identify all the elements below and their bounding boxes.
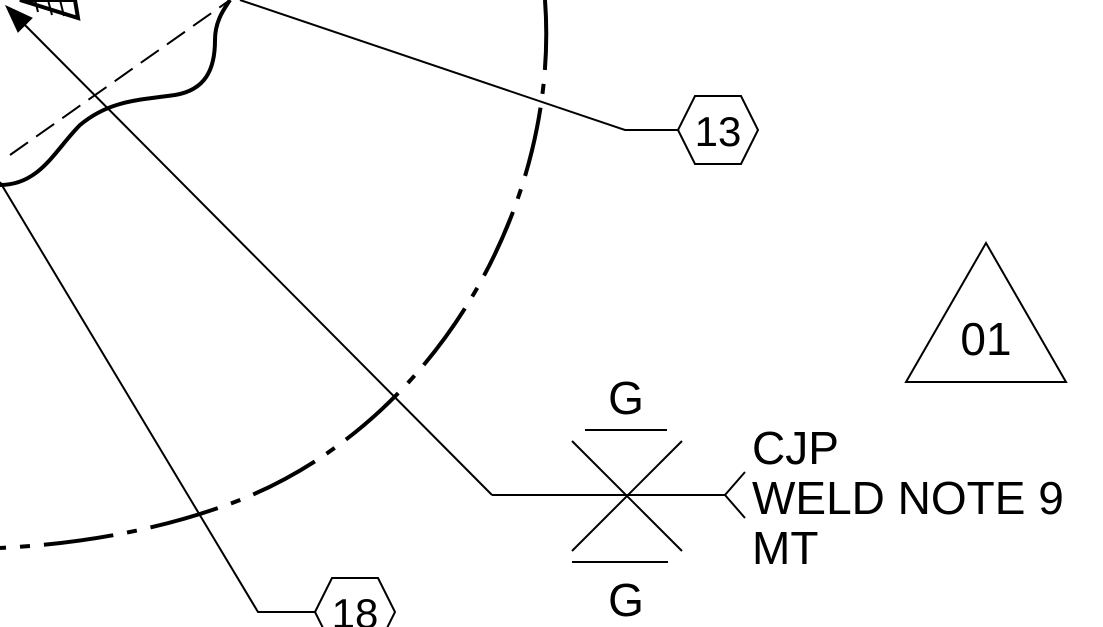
weld-groove-symbol — [571, 429, 683, 563]
hatched-section — [19, 0, 81, 21]
contour-top-label: G — [608, 372, 644, 424]
contour-bottom-label: G — [608, 574, 644, 626]
callout-13: 13 — [676, 95, 760, 165]
weld-tail — [723, 471, 746, 519]
leader-line-13 — [239, 0, 678, 131]
revision-triangle-label: 01 — [960, 313, 1011, 365]
part-outline — [0, 0, 232, 187]
weld-leader-line — [14, 14, 493, 496]
revision-triangle: 01 — [904, 240, 1068, 383]
callout-18: 18 — [313, 577, 397, 627]
callout-13-label: 13 — [695, 108, 742, 155]
tail-note-weld-note: WELD NOTE 9 — [752, 472, 1064, 524]
leader-line-18 — [0, 181, 315, 613]
callout-18-label: 18 — [332, 590, 379, 627]
tail-note-cjp: CJP — [752, 422, 839, 474]
center-line — [9, 0, 231, 156]
tail-note-mt: MT — [752, 522, 818, 574]
weld-arrowhead — [4, 4, 33, 33]
detail-boundary-circle — [0, 0, 549, 550]
